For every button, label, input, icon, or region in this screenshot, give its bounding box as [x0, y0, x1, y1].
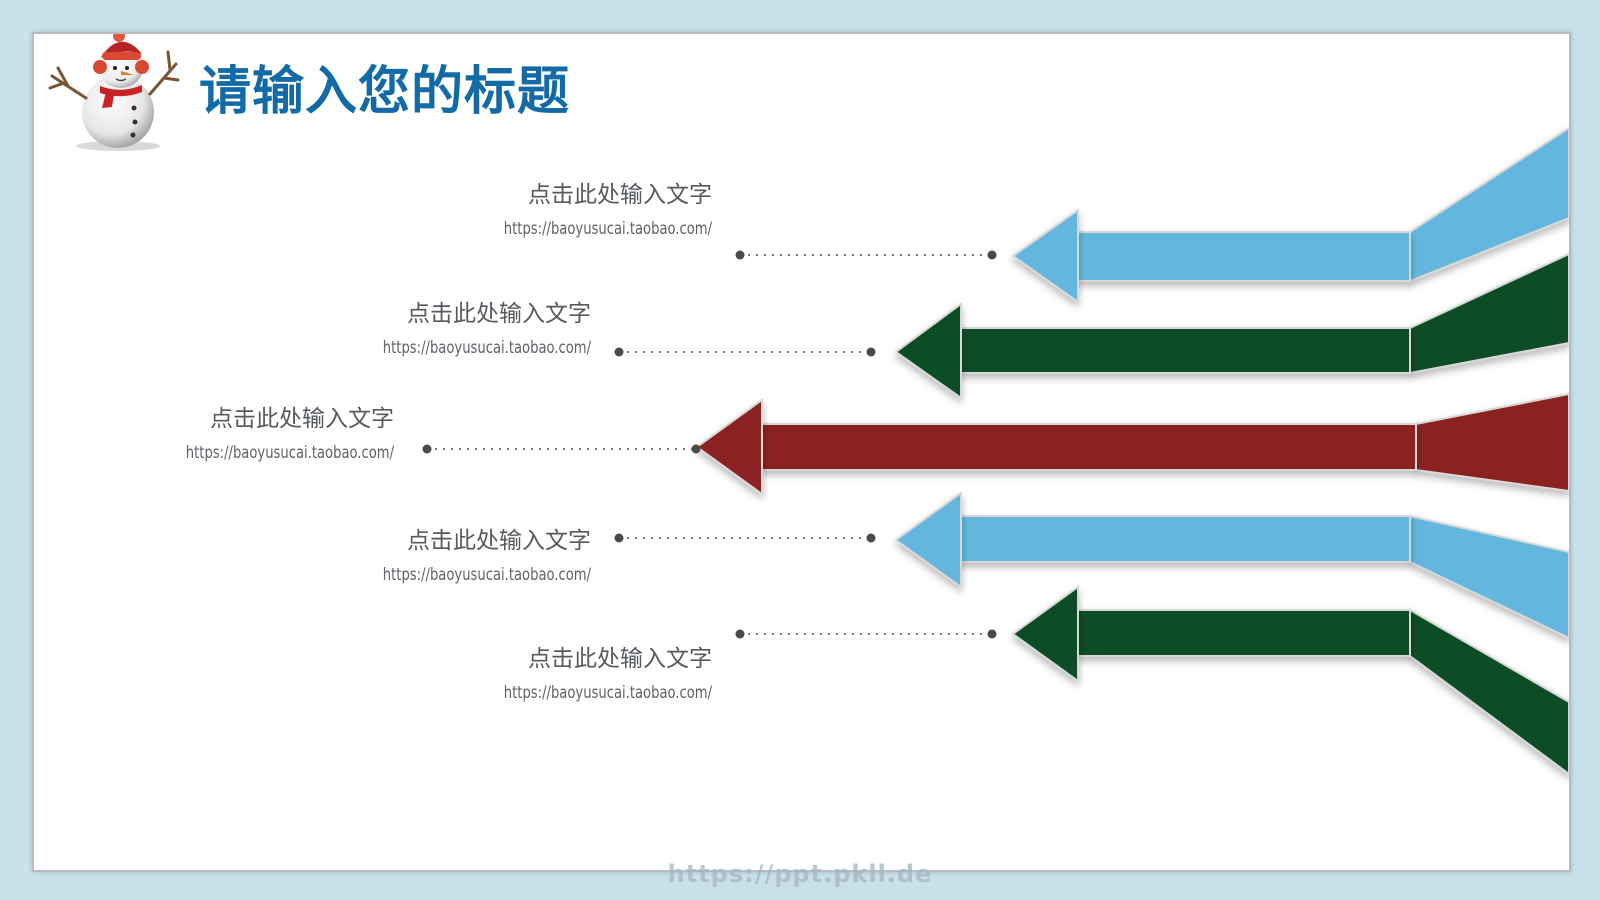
- arrow-3: [422, 392, 1569, 496]
- item-title[interactable]: 点击此处输入文字: [407, 528, 591, 554]
- text-block-4[interactable]: 点击此处输入文字 https://baoyusucai.taobao.com/: [191, 526, 591, 586]
- item-title[interactable]: 点击此处输入文字: [528, 646, 712, 672]
- arrow-5: [735, 585, 1569, 776]
- text-block-3[interactable]: 点击此处输入文字 https://baoyusucai.taobao.com/: [34, 404, 394, 464]
- item-url[interactable]: https://baoyusucai.taobao.com/: [185, 443, 394, 463]
- item-url[interactable]: https://baoyusucai.taobao.com/: [503, 219, 712, 239]
- text-block-5[interactable]: 点击此处输入文字 https://baoyusucai.taobao.com/: [312, 644, 712, 704]
- arrow-4: [614, 491, 1569, 640]
- item-title[interactable]: 点击此处输入文字: [528, 182, 712, 208]
- item-title[interactable]: 点击此处输入文字: [407, 301, 591, 327]
- item-url[interactable]: https://baoyusucai.taobao.com/: [382, 338, 591, 358]
- snowman-icon: [48, 34, 180, 151]
- item-url[interactable]: https://baoyusucai.taobao.com/: [503, 683, 712, 703]
- arrow-2: [614, 252, 1569, 400]
- watermark-text: https://ppt.pkll.de: [667, 860, 933, 888]
- item-title[interactable]: 点击此处输入文字: [210, 406, 394, 432]
- text-block-1[interactable]: 点击此处输入文字 https://baoyusucai.taobao.com/: [312, 180, 712, 240]
- text-block-2[interactable]: 点击此处输入文字 https://baoyusucai.taobao.com/: [191, 299, 591, 359]
- arrow-1: [735, 126, 1569, 304]
- item-url[interactable]: https://baoyusucai.taobao.com/: [382, 565, 591, 585]
- arrows-diagram: [422, 126, 1569, 776]
- slide-canvas: 请输入您的标题: [32, 32, 1571, 872]
- page-title: 请输入您的标题: [199, 62, 571, 122]
